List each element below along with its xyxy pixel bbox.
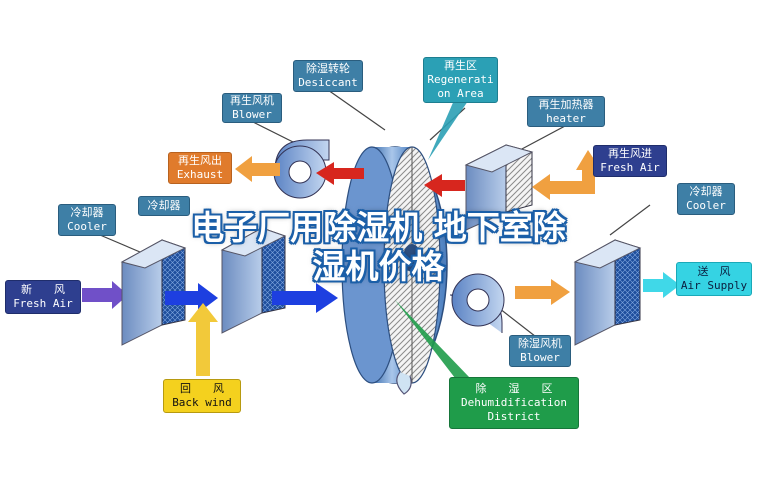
desiccant-wheel (341, 146, 448, 384)
heated-air-arrow (424, 174, 465, 197)
regen-air-in-label-en: Fresh Air (600, 161, 660, 174)
dehum-district-label: 除 湿 区 Dehumidification District (449, 377, 579, 429)
air-supply-arrow (643, 272, 680, 298)
cooler-right-label-cn: 冷却器 (689, 185, 723, 198)
dehum-blower-label: 除湿风机 Blower (509, 335, 571, 367)
back-wind-label-en: Back wind (172, 396, 232, 409)
dehum-blower-fan (450, 273, 505, 333)
dehum-district-label-cn: 除 湿 区 (475, 382, 553, 395)
regen-air-in-label-cn: 再生风进 (608, 147, 652, 160)
regen-exhaust-label: 再生风出 Exhaust (168, 152, 232, 184)
back-wind-label-cn: 回 风 (180, 382, 224, 395)
desiccant-label-en: Desiccant (298, 76, 358, 89)
watermark-line-1: 电子厂用除湿机 地下室除 (191, 208, 566, 247)
regen-exhaust-label-en: Exhaust (176, 168, 224, 181)
cooler-left-label: 冷却器 Cooler (58, 204, 116, 236)
regen-area-label-en1: Regenerati (427, 73, 494, 86)
dehum-blower-label-cn: 除湿风机 (518, 337, 562, 350)
regen-blower-label: 再生风机 Blower (222, 93, 282, 123)
regen-area-label-cn: 再生区 (444, 59, 477, 72)
regen-blower-label-en: Blower (232, 108, 272, 121)
regen-air-inlet-arrow (532, 150, 601, 200)
drive-belt-icon (396, 371, 412, 395)
regen-heater-label-cn: 再生加热器 (538, 97, 594, 111)
regen-blower-fan (273, 139, 330, 199)
fresh-air-arrow (82, 281, 128, 309)
exhaust-arrow (235, 156, 280, 182)
desiccant-label: 除湿转轮 Desiccant (293, 60, 363, 92)
cooler-right-label-en: Cooler (686, 199, 726, 212)
regen-heater-label: 再生加热器 heater (527, 96, 605, 127)
regen-heater-unit (464, 144, 534, 231)
blue-air-arrow-2 (272, 283, 338, 313)
back-wind-arrow (188, 303, 218, 376)
dehum-district-label-en2: District (487, 410, 541, 423)
dehum-blower-label-en: Blower (520, 351, 560, 364)
middle-cooler-unit (220, 227, 287, 334)
fresh-air-label: 新 风 Fresh Air (5, 280, 81, 314)
right-cooler-unit (573, 239, 642, 346)
regen-heater-label-en: heater (546, 111, 586, 125)
cooler-right-label: 冷却器 Cooler (677, 183, 735, 215)
fresh-air-label-cn: 新 风 (21, 283, 65, 296)
regen-exhaust-label-cn: 再生风出 (178, 154, 222, 167)
watermark-line-2: 湿机价格 (312, 247, 445, 286)
cooler-left-label-cn: 冷却器 (70, 206, 104, 219)
desiccant-label-cn: 除湿转轮 (306, 62, 350, 75)
cooler-left-label-en: Cooler (67, 220, 107, 233)
regen-air-in-label: 再生风进 Fresh Air (593, 145, 667, 177)
dehum-district-pointer (395, 300, 470, 378)
cooler-mid-label-cn: 冷却器 (147, 199, 181, 212)
regen-area-label: 再生区 Regenerati on Area (423, 57, 498, 103)
air-supply-label-cn: 送 风 (697, 265, 731, 278)
back-wind-label: 回 风 Back wind (163, 379, 241, 413)
regen-area-pointer (428, 98, 470, 160)
air-supply-label: 送 风 Air Supply (676, 262, 752, 296)
dry-air-arrow (515, 279, 570, 305)
dehum-district-label-en1: Dehumidification (461, 396, 567, 409)
fresh-air-label-en: Fresh Air (13, 297, 73, 310)
cooler-mid-label: 冷却器 (138, 196, 190, 216)
regen-return-arrow (316, 162, 364, 185)
regen-area-label-en2: on Area (437, 87, 484, 100)
regen-blower-label-cn: 再生风机 (230, 94, 274, 107)
air-supply-label-en: Air Supply (680, 279, 748, 292)
